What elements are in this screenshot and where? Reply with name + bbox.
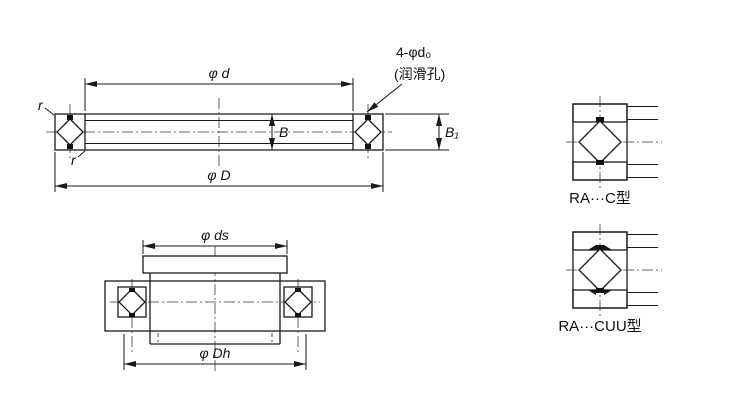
seal-marks (588, 245, 612, 295)
left-roller-diamond (118, 288, 146, 316)
dim-label-B1: B₁ (445, 124, 459, 140)
spacer-mark-bottom (596, 288, 604, 293)
dimension-phi-Dh: φ Dh (123, 334, 307, 370)
spacer-mark-bottom (596, 160, 604, 165)
seal-bottom-right (604, 290, 612, 295)
mating-surface-lines (627, 106, 658, 178)
right-roller-diamond (284, 288, 312, 316)
left-seal-mark-bottom (67, 144, 73, 149)
right-seal-mark-top (295, 288, 301, 292)
right-roller-diamond (354, 118, 382, 146)
lube-holes-note: (润滑孔) (394, 66, 445, 82)
left-ring-block (54, 113, 86, 151)
right-ring-block (352, 113, 384, 151)
mating-surface-lines (627, 234, 658, 306)
right-seal-mark-bottom (295, 313, 301, 317)
left-seal-mark-top (129, 288, 135, 292)
detail-label-ra-c: RA···C型 (569, 190, 631, 207)
left-seal-mark-top (67, 115, 73, 120)
detail-view-ra-cuu: RA···CUU型 (558, 224, 662, 335)
housing-outline (104, 280, 326, 332)
right-seal-mark-bottom (365, 144, 371, 149)
dimension-phi-ds: φ ds (142, 227, 288, 254)
spacer-mark-top (596, 117, 604, 122)
dimension-phi-d: φ d (84, 65, 354, 111)
dimension-B1: B₁ (385, 113, 459, 151)
main-section-view: φ d φ D B B₁ 4-φd₀ (润滑孔) r (38, 44, 459, 192)
bearing-section (54, 113, 384, 151)
detail-label-ra-cuu: RA···CUU型 (558, 318, 641, 335)
section-outline (572, 103, 628, 181)
crossed-roller-diamond (578, 120, 622, 164)
left-seal-mark-bottom (129, 313, 135, 317)
crossed-roller-diamond (578, 248, 622, 292)
bearing-section (117, 286, 313, 318)
leader-line (366, 83, 403, 113)
clamp-plate (142, 255, 288, 274)
mounting-view: φ ds φ Dh (104, 227, 326, 372)
dimension-phi-D: φ D (54, 152, 384, 192)
dim-label-phi-Dh: φ Dh (200, 345, 231, 361)
dim-label-phi-ds: φ ds (201, 227, 229, 243)
ring-rails (85, 113, 353, 151)
left-roller-diamond (56, 118, 84, 146)
r-leader-bottom (77, 150, 86, 158)
dim-label-B: B (279, 124, 288, 140)
r-label-bottom: r (71, 152, 77, 168)
dim-label-phi-D: φ D (207, 167, 230, 183)
dim-label-phi-d: φ d (209, 65, 231, 81)
centerlines (46, 98, 392, 168)
dimension-B: B (269, 114, 288, 150)
lube-hole-callout: 4-φd₀ (润滑孔) (366, 44, 445, 113)
r-leader-top (44, 107, 55, 116)
r-label-top: r (38, 97, 44, 113)
fillet-radius-labels: r r (38, 97, 86, 168)
seal-top-right (604, 245, 612, 250)
detail-view-ra-c: RA···C型 (566, 96, 662, 207)
spacer-mark-top (596, 245, 604, 250)
housing-and-shaft (104, 255, 326, 345)
right-seal-mark-top (365, 115, 371, 120)
section-outline (572, 231, 628, 309)
seal-top-left (588, 245, 596, 250)
lube-holes-label: 4-φd₀ (396, 44, 431, 60)
seal-bottom-left (588, 290, 596, 295)
